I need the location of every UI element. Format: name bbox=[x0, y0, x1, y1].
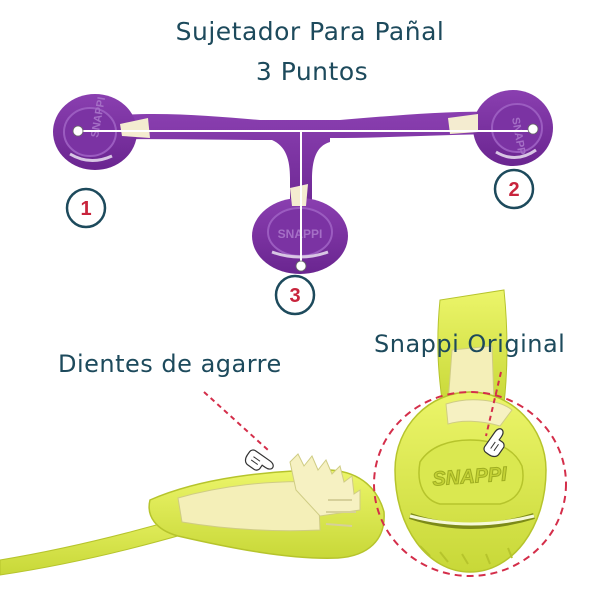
callout-grip-teeth: Dientes de agarre bbox=[58, 350, 282, 378]
teeth-pointer bbox=[203, 391, 269, 451]
grip-teeth-closeup bbox=[0, 453, 385, 576]
point-marker-2-label: 2 bbox=[508, 179, 519, 201]
purple-fastener: SNAPPI SNAPPI SNAPPI bbox=[53, 90, 553, 274]
title-line-1: Sujetador Para Pañal bbox=[176, 17, 445, 46]
snappi-original-pointer bbox=[485, 371, 502, 437]
title-line-2: 3 Puntos bbox=[256, 57, 368, 86]
point-marker-3-label: 3 bbox=[289, 285, 300, 307]
point-marker-1: 1 bbox=[65, 187, 107, 229]
snappi-original-closeup: SNAPPI bbox=[394, 289, 547, 573]
snappi-brand-logo: SNAPPI bbox=[432, 463, 508, 490]
point-marker-3: 3 bbox=[274, 274, 316, 316]
hand-pointing-icon bbox=[483, 428, 505, 458]
point-marker-1-label: 1 bbox=[80, 198, 91, 220]
highlight-circle bbox=[373, 391, 567, 577]
callout-snappi-original: Snappi Original bbox=[374, 330, 565, 358]
point-marker-2: 2 bbox=[493, 168, 535, 210]
hand-pointing-icon bbox=[244, 449, 274, 471]
